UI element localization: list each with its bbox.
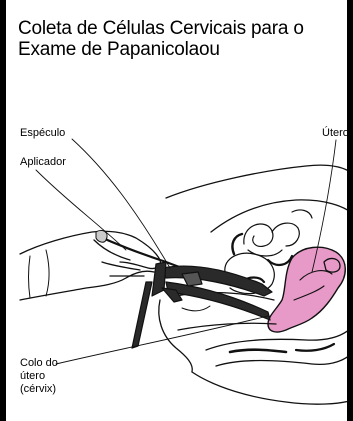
applicator-tool	[96, 230, 182, 268]
gloved-hand	[20, 231, 160, 300]
label-colo-line-2: útero	[20, 370, 58, 383]
vaginal-wall-lower	[178, 323, 276, 330]
leader-lines	[36, 139, 336, 364]
leader-especulo	[72, 139, 170, 268]
label-aplicador: Aplicador	[20, 156, 66, 169]
label-colo-line-3: (cérvix)	[20, 383, 58, 396]
ovary	[324, 259, 340, 273]
label-colo-do-utero: Colo do útero (cérvix)	[20, 357, 58, 396]
body-outline	[166, 165, 353, 198]
speculum-instrument	[132, 262, 272, 348]
leader-aplicador	[36, 170, 126, 250]
label-utero: Útero	[322, 127, 349, 140]
label-especulo: Espéculo	[20, 127, 65, 140]
abdomen-contour	[211, 200, 353, 232]
buttock-contour	[192, 372, 353, 404]
label-colo-line-1: Colo do	[20, 357, 58, 370]
leader-colo	[56, 316, 268, 364]
anatomy-illustration	[6, 0, 353, 421]
